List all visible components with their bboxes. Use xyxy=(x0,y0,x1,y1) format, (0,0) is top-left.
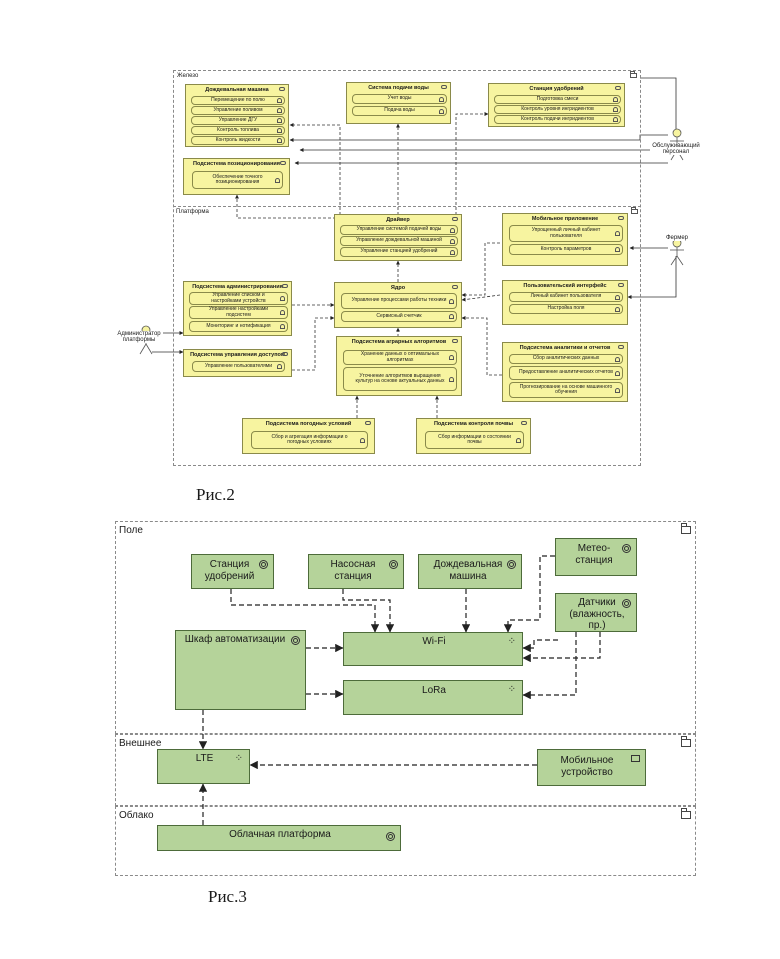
device-icon xyxy=(631,755,640,762)
equipment-icon xyxy=(291,636,300,645)
sensors-node[interactable]: Датчики (влажность, пр.) xyxy=(555,593,637,632)
lte-network-node[interactable]: LTE ⁘ xyxy=(157,749,250,784)
cloud-platform-node[interactable]: Облачная платформа xyxy=(157,825,401,851)
sensors-label: Датчики (влажность, пр.) xyxy=(566,597,628,632)
equipment-icon xyxy=(259,560,268,569)
fig3-caption: Рис.3 xyxy=(208,887,247,907)
rain-machine-node[interactable]: Дождевальная машина xyxy=(418,554,522,589)
equipment-icon xyxy=(386,832,395,841)
rain-machine-label: Дождевальная машина xyxy=(431,559,505,582)
network-icon: ⁘ xyxy=(508,636,516,647)
fert-station-label: Станция удобрений xyxy=(202,559,257,582)
automation-cabinet-label: Шкаф автоматизации xyxy=(180,634,290,646)
wifi-network-node[interactable]: Wi-Fi ⁘ xyxy=(343,632,523,666)
equipment-icon xyxy=(622,544,631,553)
cloud-platform-label: Облачная платформа xyxy=(158,829,402,841)
fert-station-node[interactable]: Станция удобрений xyxy=(191,554,274,589)
automation-cabinet-node[interactable]: Шкаф автоматизации xyxy=(175,630,306,710)
mobile-device-node[interactable]: Мобильное устройство xyxy=(537,749,646,786)
equipment-icon xyxy=(389,560,398,569)
pump-station-label: Насосная станция xyxy=(323,559,383,582)
meteo-station-node[interactable]: Метео-станция xyxy=(555,538,637,576)
network-icon: ⁘ xyxy=(235,753,243,764)
mobile-device-label: Мобильное устройство xyxy=(552,755,622,778)
equipment-icon xyxy=(622,599,631,608)
pump-station-node[interactable]: Насосная станция xyxy=(308,554,404,589)
lora-network-node[interactable]: LoRa ⁘ xyxy=(343,680,523,715)
equipment-icon xyxy=(507,560,516,569)
network-icon: ⁘ xyxy=(508,684,516,695)
lora-label: LoRa xyxy=(344,685,524,697)
meteo-station-label: Метео-станция xyxy=(570,543,618,566)
wifi-label: Wi-Fi xyxy=(344,636,524,648)
